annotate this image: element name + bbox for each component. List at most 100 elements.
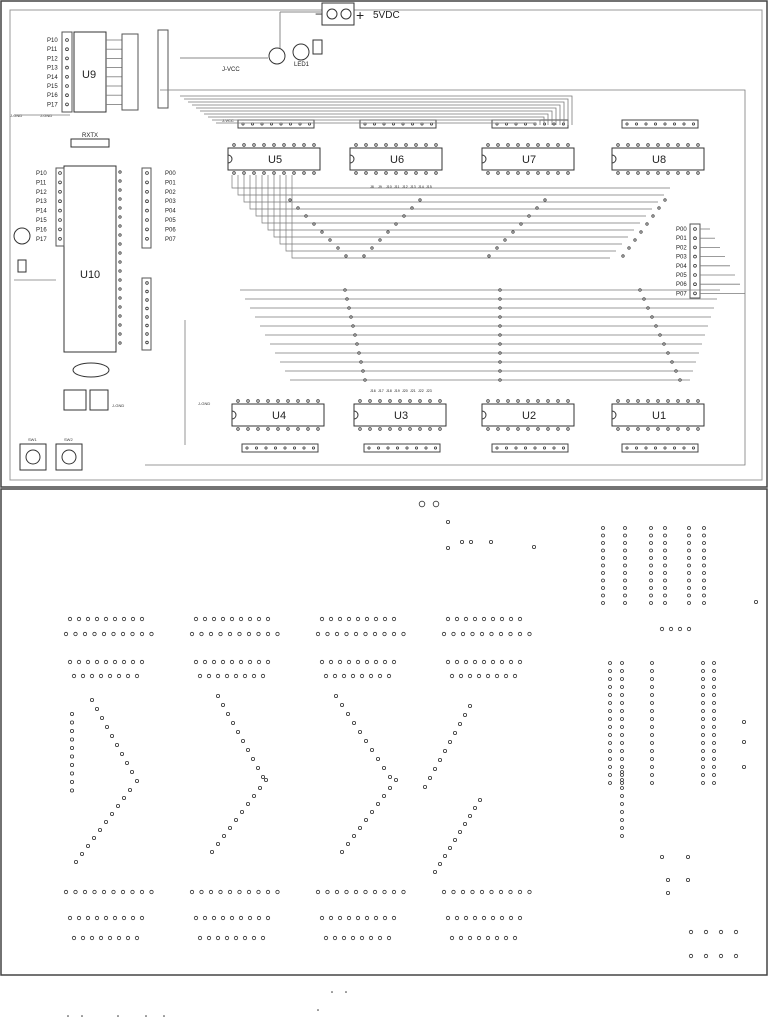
pad: [536, 143, 540, 147]
pad: [394, 222, 398, 226]
p0-right-label: P01: [676, 236, 687, 242]
pad: [345, 842, 350, 847]
pad: [264, 446, 268, 450]
pad: [608, 757, 612, 761]
pad: [432, 767, 437, 772]
pad: [355, 915, 361, 921]
pad: [498, 333, 502, 337]
pad: [208, 889, 214, 895]
pad: [275, 889, 280, 895]
pad: [481, 616, 487, 622]
pad: [85, 915, 91, 921]
pad: [712, 733, 716, 737]
pad: [107, 935, 113, 941]
pad: [247, 915, 253, 921]
pad: [414, 171, 418, 175]
bottom-panel-border: [0, 488, 768, 976]
pad: [221, 834, 226, 839]
switch-2-label: SW2: [64, 437, 73, 442]
pad: [508, 631, 513, 637]
pad: [304, 214, 308, 218]
pad: [319, 915, 325, 921]
pad: [145, 323, 149, 328]
pad: [543, 446, 547, 450]
pad: [566, 399, 570, 403]
pad: [94, 616, 100, 622]
pad: [620, 717, 624, 721]
pad: [623, 601, 627, 605]
pad: [663, 586, 667, 590]
pad: [145, 237, 149, 241]
upper-bus-trace: [180, 95, 573, 125]
pad: [116, 673, 122, 679]
perimeter-trace: [145, 89, 746, 466]
pad: [442, 749, 447, 754]
u10-p0-label: P02: [165, 190, 176, 196]
chip-header: [363, 443, 441, 453]
pad: [120, 631, 126, 637]
pad: [118, 188, 122, 192]
pad: [608, 669, 612, 673]
pad: [265, 616, 271, 622]
pad: [467, 673, 473, 679]
pad: [517, 659, 523, 665]
pad: [486, 427, 490, 431]
pad: [712, 677, 716, 681]
pad: [58, 171, 62, 175]
pad: [353, 631, 359, 637]
pad: [337, 616, 343, 622]
pad: [357, 351, 361, 355]
pad: [663, 556, 667, 560]
pad: [367, 446, 371, 450]
pad: [601, 586, 605, 590]
pad: [659, 626, 665, 632]
pad: [495, 446, 499, 450]
pad: [601, 563, 605, 568]
pad: [70, 763, 75, 768]
pad: [368, 935, 374, 941]
pad: [620, 725, 624, 729]
pad: [149, 889, 154, 895]
pad: [377, 673, 383, 679]
pad: [145, 281, 149, 285]
pad: [427, 776, 432, 781]
pad: [488, 540, 493, 545]
pad: [516, 399, 520, 403]
pad: [620, 669, 624, 673]
pad: [638, 288, 642, 292]
pad: [650, 749, 654, 753]
pad: [623, 571, 627, 575]
pad: [58, 227, 62, 232]
pad: [242, 935, 248, 941]
pad: [512, 935, 518, 941]
switch-1-label: SW1: [28, 437, 37, 442]
pad: [666, 399, 670, 403]
pad: [112, 915, 118, 921]
pad: [601, 556, 605, 560]
diag-trace: [285, 175, 616, 252]
u9-port-label: P15: [47, 84, 58, 90]
chip-body: [481, 147, 575, 171]
pad: [134, 779, 139, 784]
pad: [663, 122, 667, 126]
pad: [543, 198, 547, 202]
u10-label: U10: [80, 269, 100, 281]
pad: [319, 659, 325, 665]
pad: [498, 889, 504, 895]
pad: [666, 878, 671, 883]
pad: [121, 659, 127, 665]
pad: [391, 631, 397, 637]
pad: [508, 889, 513, 895]
vcc-label-upper: J-VCC: [222, 118, 234, 123]
chip-u6: U6: [349, 119, 443, 175]
pad: [701, 757, 705, 761]
pad: [73, 889, 78, 895]
pad: [215, 673, 221, 679]
pad: [494, 673, 500, 679]
pad: [457, 722, 462, 727]
pad: [506, 143, 510, 147]
chip-notch: [349, 154, 355, 164]
pad: [626, 171, 630, 175]
pad: [391, 889, 397, 895]
